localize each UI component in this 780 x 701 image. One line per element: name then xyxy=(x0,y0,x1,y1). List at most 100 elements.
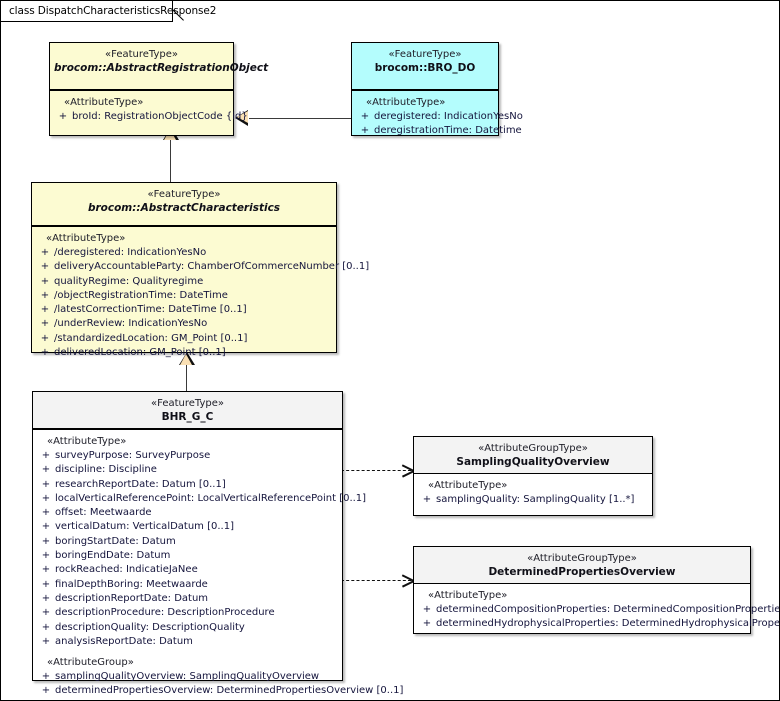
attribute-group-label: «AttributeType» xyxy=(47,436,127,447)
attribute-row: + verticalDatum: VerticalDatum [0..1] xyxy=(37,520,340,534)
attribute-group-label: «AttributeType» xyxy=(46,233,126,244)
class-attributes: «AttributeType» + samplingQuality: Sampl… xyxy=(414,474,652,512)
attribute-row: + samplingQuality: SamplingQuality [1..*… xyxy=(418,493,650,507)
visibility-marker: + xyxy=(41,492,51,504)
attribute-text: discipline: Discipline xyxy=(55,464,157,476)
attribute-row: + deliveryAccountableParty: ChamberOfCom… xyxy=(36,260,369,274)
generalization-line-bhrgc xyxy=(186,363,188,391)
visibility-marker: + xyxy=(41,564,51,576)
attribute-row: + surveyPurpose: SurveyPurpose xyxy=(37,449,340,463)
attribute-row: + localVerticalReferencePoint: LocalVert… xyxy=(37,492,366,506)
visibility-marker: + xyxy=(41,507,51,519)
visibility-marker: + xyxy=(40,347,50,359)
dependency-line-determined-properties xyxy=(341,580,411,581)
attribute-text: determinedCompositionProperties: Determi… xyxy=(436,604,780,615)
visibility-marker: + xyxy=(58,111,68,122)
class-bhr-g-c[interactable]: «FeatureType» BHR_G_C «AttributeType» + … xyxy=(32,391,403,696)
class-stereotype: «FeatureType» xyxy=(105,49,178,60)
attribute-text: localVerticalReferencePoint: LocalVertic… xyxy=(55,492,367,504)
diagram-frame-tab: class DispatchCharacteristicsResponse2 xyxy=(1,1,216,22)
class-attributes: «AttributeType» + broId: RegistrationObj… xyxy=(50,91,248,129)
attribute-group-label: «AttributeType» xyxy=(428,480,508,491)
attribute-text: broId: RegistrationObjectCode {id} xyxy=(72,111,248,122)
class-attributes: «AttributeType» + surveyPurpose: SurveyP… xyxy=(33,430,404,700)
visibility-marker: + xyxy=(41,592,51,604)
attribute-text: samplingQuality: SamplingQuality [1..*] xyxy=(436,494,635,505)
visibility-marker: + xyxy=(360,111,370,122)
attribute-text: boringStartDate: Datum xyxy=(55,535,176,547)
attribute-text: /standardizedLocation: GM_Point [0..1] xyxy=(54,332,248,344)
class-stereotype: «AttributeGroupType» xyxy=(478,443,588,454)
attribute-text: finalDepthBoring: Meetwaarde xyxy=(55,578,208,590)
attribute-text: deregistered: IndicationYesNo xyxy=(374,111,523,122)
diagram-frame-tab-corner xyxy=(173,1,195,23)
attribute-row: + determinedCompositionProperties: Deter… xyxy=(418,603,779,617)
class-header: «FeatureType» brocom::BRO_DO xyxy=(352,43,498,91)
class-name: SamplingQualityOverview xyxy=(456,456,610,468)
visibility-marker: + xyxy=(41,535,51,547)
attribute-text: verticalDatum: VerticalDatum [0..1] xyxy=(55,521,234,533)
attribute-text: samplingQualityOverview: SamplingQuality… xyxy=(55,671,320,683)
attribute-row: + rockReached: IndicatieJaNee xyxy=(37,563,340,577)
visibility-marker: + xyxy=(41,578,51,590)
attribute-row: + deregistrationTime: Datetime xyxy=(356,124,522,138)
attribute-group-label: «AttributeType» xyxy=(428,590,508,601)
attribute-row: + discipline: Discipline xyxy=(37,463,340,477)
class-header: «FeatureType» brocom::AbstractRegistrati… xyxy=(50,43,268,91)
attribute-row: + boringStartDate: Datum xyxy=(37,535,340,549)
class-sampling-quality-overview[interactable]: «AttributeGroupType» SamplingQualityOver… xyxy=(413,436,653,516)
visibility-marker: + xyxy=(40,261,50,273)
attribute-text: offset: Meetwaarde xyxy=(55,507,152,519)
attribute-group-label-2: «AttributeGroup» xyxy=(47,657,134,669)
generalization-arrow-bhrgc xyxy=(180,354,193,365)
attribute-row: + /objectRegistrationTime: DateTime xyxy=(36,289,334,303)
visibility-marker: + xyxy=(41,550,51,562)
attribute-text: descriptionQuality: DescriptionQuality xyxy=(55,621,245,633)
class-stereotype: «FeatureType» xyxy=(388,49,462,60)
attribute-row: + boringEndDate: Datum xyxy=(37,549,340,563)
attribute-text: deliveredLocation: GM_Point [0..1] xyxy=(54,347,226,359)
class-header: «FeatureType» brocom::AbstractCharacteri… xyxy=(32,183,336,227)
attribute-text: boringEndDate: Datum xyxy=(55,550,171,562)
class-abstract-characteristics[interactable]: «FeatureType» brocom::AbstractCharacteri… xyxy=(31,182,369,358)
attribute-group-label: «AttributeType» xyxy=(64,97,144,108)
attribute-text: descriptionProcedure: DescriptionProcedu… xyxy=(55,607,275,619)
attribute-row: + descriptionProcedure: DescriptionProce… xyxy=(37,606,340,620)
visibility-marker: + xyxy=(41,621,51,633)
attribute-text: researchReportDate: Datum [0..1] xyxy=(55,478,226,490)
visibility-marker: + xyxy=(40,275,50,287)
visibility-marker: + xyxy=(40,289,50,301)
class-attributes: «AttributeType» + /deregistered: Indicat… xyxy=(32,227,369,365)
visibility-marker: + xyxy=(41,671,51,683)
class-attributes: «AttributeType» + deregistered: Indicati… xyxy=(352,91,523,144)
attribute-row: + qualityRegime: Qualityregime xyxy=(36,275,334,289)
class-header: «FeatureType» BHR_G_C xyxy=(33,392,342,430)
class-stereotype: «FeatureType» xyxy=(151,398,224,409)
attribute-row: + /latestCorrectionTime: DateTime [0..1] xyxy=(36,303,334,317)
visibility-marker: + xyxy=(40,318,50,330)
visibility-marker: + xyxy=(41,635,51,647)
class-name: BHR_G_C xyxy=(161,411,214,423)
attribute-text: analysisReportDate: Datum xyxy=(55,635,193,647)
attribute-row: + /underReview: IndicationYesNo xyxy=(36,317,334,331)
attribute-row: + /standardizedLocation: GM_Point [0..1] xyxy=(36,332,334,346)
visibility-marker: + xyxy=(41,478,51,490)
attribute-text: determinedHydrophysicalProperties: Deter… xyxy=(436,618,780,630)
attribute-text: /underReview: IndicationYesNo xyxy=(54,318,208,330)
class-attributes: «AttributeType» + determinedCompositionP… xyxy=(414,584,779,637)
visibility-marker: + xyxy=(41,521,51,533)
class-abstract-registration-object[interactable]: «FeatureType» brocom::AbstractRegistrati… xyxy=(49,42,268,136)
attribute-text: surveyPurpose: SurveyPurpose xyxy=(55,450,211,461)
visibility-marker: + xyxy=(41,607,51,619)
visibility-marker: + xyxy=(422,618,432,630)
attribute-text: /latestCorrectionTime: DateTime [0..1] xyxy=(54,304,247,316)
class-determined-properties-overview[interactable]: «AttributeGroupType» DeterminedPropertie… xyxy=(413,546,779,637)
attribute-text: deregistrationTime: Datetime xyxy=(374,125,522,137)
visibility-marker: + xyxy=(41,464,51,476)
class-name: brocom::BRO_DO xyxy=(374,62,476,74)
dependency-line-sampling-quality xyxy=(341,470,411,471)
visibility-marker: + xyxy=(41,450,51,461)
generalization-line-brodo xyxy=(249,118,351,119)
class-bro-do[interactable]: «FeatureType» brocom::BRO_DO «AttributeT… xyxy=(351,42,523,136)
